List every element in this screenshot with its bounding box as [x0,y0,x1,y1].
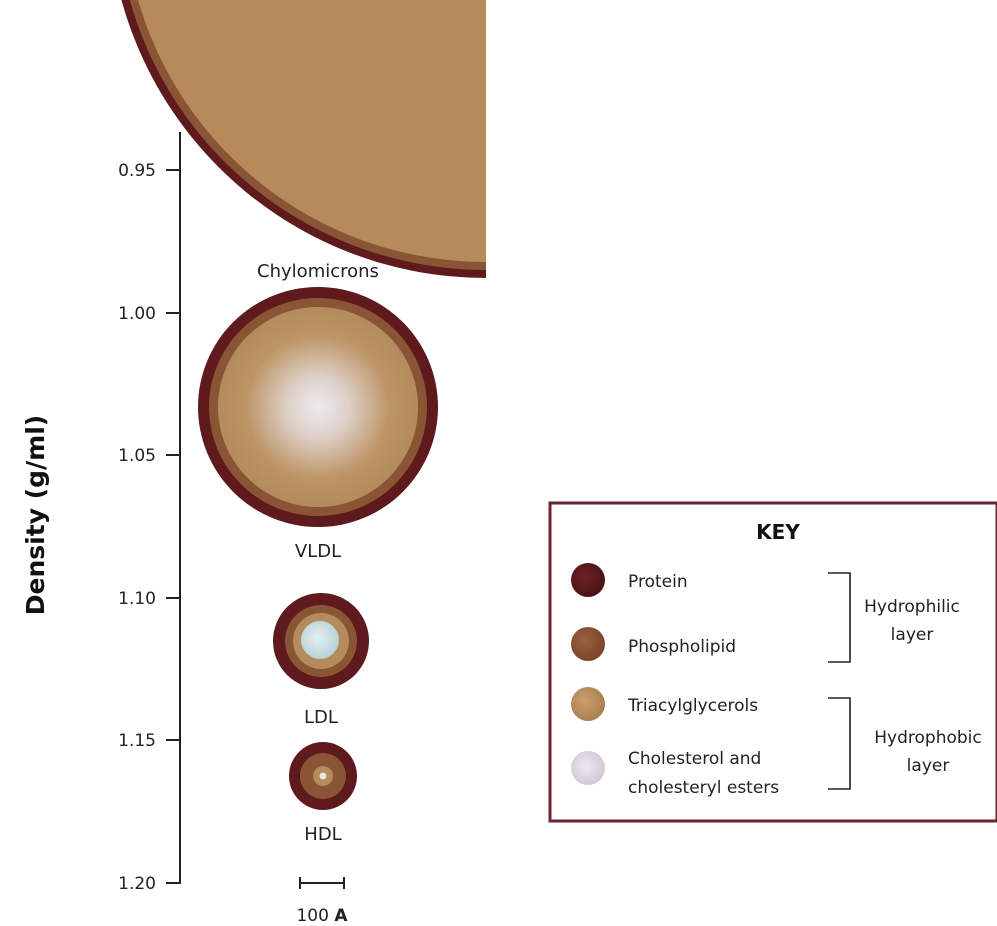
ldl-label: LDL [304,707,338,728]
tick-label: 1.00 [118,304,156,324]
key-item-cholesterol-line1: Cholesterol and [628,749,761,769]
hydrophobic-bracket [828,697,851,790]
hydrophobic-label-line2: layer [907,756,950,776]
key-legend: KEY Protein Phospholipid Triacylglycerol… [548,501,997,823]
hydrophobic-label-line1: Hydrophobic [874,728,981,748]
scale-bar: 100 A [296,877,348,926]
tick-label: 0.95 [118,161,156,181]
key-item-cholesterol-line2: cholesteryl esters [628,778,779,798]
axis-title: Density (g/ml) [21,415,50,615]
scale-bar-label: 100 A [296,906,348,926]
vldl-particle [198,287,438,527]
hdl-label: HDL [304,824,341,845]
triacylglycerol-swatch [571,687,605,721]
chylomicrons-label: Chylomicrons [257,261,379,282]
tick-label: 1.15 [118,731,156,751]
tick-label: 1.05 [118,446,156,466]
hydrophilic-label-line2: layer [891,625,934,645]
key-item-protein: Protein [628,572,688,592]
key-item-triacylglycerols: Triacylglycerols [627,696,758,716]
ldl-particle [273,593,369,689]
key-title: KEY [756,520,800,544]
tick-label: 1.10 [118,589,156,609]
protein-swatch [571,563,605,597]
chylomicron-particle [121,0,486,278]
tick-label: 1.20 [118,874,156,894]
density-axis: 0.95 1.00 1.05 1.10 1.15 1.20 Density (g… [21,132,181,894]
phospholipid-swatch [571,627,605,661]
hydrophilic-label-line1: Hydrophilic [864,597,960,617]
hydrophilic-bracket [828,572,851,663]
key-item-phospholipid: Phospholipid [628,637,736,657]
hdl-particle [289,742,357,810]
vldl-label: VLDL [295,541,341,562]
cholesterol-swatch [571,751,605,785]
